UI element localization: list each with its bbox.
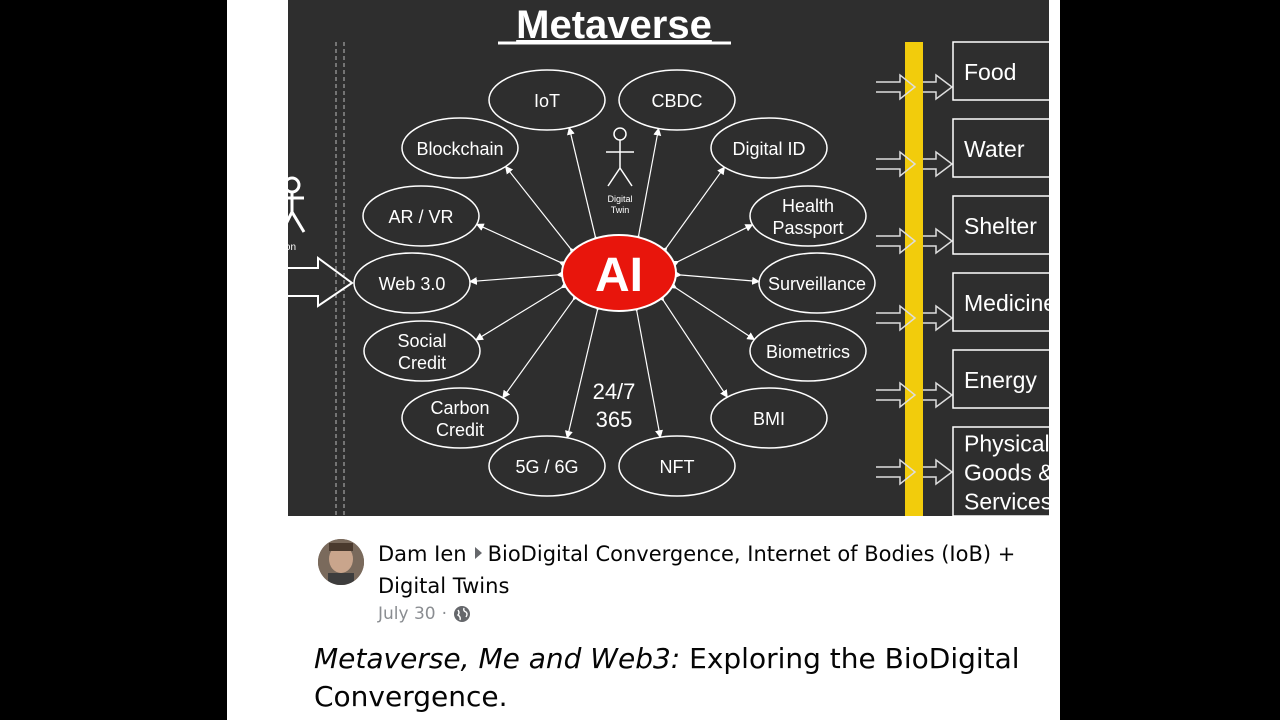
post-date[interactable]: July 30 — [378, 604, 436, 624]
spoke-ar-vr — [475, 223, 568, 269]
node-social-credit-label: Social — [397, 331, 446, 351]
node-web3-label: Web 3.0 — [379, 274, 446, 294]
node-health-passport-label: Health — [782, 196, 834, 216]
output-energy: Energy — [876, 349, 1049, 409]
node-blockchain-label: Blockchain — [416, 139, 503, 159]
output-arrow-food — [876, 73, 917, 101]
node-web3: Web 3.0 — [353, 252, 471, 314]
ai-center-label: AI — [595, 249, 643, 302]
spoke-social-credit — [475, 280, 570, 341]
output-physical-goods-label: Goods & — [964, 460, 1049, 486]
dot-separator: · — [441, 604, 448, 624]
spoke-carbon-credit — [502, 291, 581, 399]
diagram-outputs: FoodWaterShelterMedicineEnergyPhysicalGo… — [876, 41, 1049, 516]
digital-twin-label-1: Digital — [607, 194, 632, 204]
post-image-diagram[interactable]: Metaverse rson IoT CBDC Blockchain Digital … — [288, 0, 1049, 516]
spoke-5g6g — [564, 302, 603, 439]
person-figure-icon — [288, 176, 306, 233]
spoke-web3 — [468, 270, 565, 286]
output-arrow-water — [876, 150, 917, 178]
node-carbon-credit-label: Credit — [436, 420, 484, 440]
spoke-surveillance — [673, 270, 761, 285]
globe-icon — [454, 606, 471, 622]
output-medicine: Medicine — [876, 272, 1049, 332]
ai-center-node — [561, 234, 677, 312]
node-health-passport-label: Passport — [772, 218, 843, 238]
diagram-canvas: Metaverse rson IoT CBDC Blockchain Digital … — [288, 3, 1049, 516]
author-name[interactable]: Dam Ien — [378, 542, 467, 566]
output-arrow-energy — [876, 381, 917, 409]
person-label: rson — [288, 242, 296, 253]
group-name[interactable]: BioDigital Convergence, Internet of Bodi… — [378, 542, 1016, 598]
node-iot-label: IoT — [534, 91, 560, 111]
output-medicine-label: Medicine — [964, 290, 1049, 316]
diagram-nodes: IoT CBDC Blockchain Digital ID AR / VR Health… — [353, 69, 876, 497]
output-arrow-physical-goods — [876, 458, 917, 486]
node-5g6g-label: 5G / 6G — [515, 457, 578, 477]
spoke-iot — [567, 126, 601, 244]
node-ar-vr: AR / VR — [362, 185, 480, 247]
diagram-spokes — [468, 126, 761, 439]
author-avatar[interactable] — [318, 539, 364, 585]
yellow-bus-bar — [905, 42, 923, 516]
diagram-title: Metaverse — [516, 3, 712, 47]
spoke-blockchain — [504, 165, 578, 257]
node-biometrics-label: Biometrics — [766, 342, 850, 362]
node-cbdc-label: CBDC — [651, 91, 702, 111]
output-water: Water — [876, 118, 1049, 178]
node-biometrics: Biometrics — [749, 320, 867, 382]
digital-twin-label-2: Twin — [611, 205, 630, 215]
node-social-credit-label: Credit — [398, 353, 446, 373]
node-5g6g: 5G / 6G — [488, 435, 606, 497]
post-body-rest: Exploring the BioDigital Convergence. — [314, 642, 1020, 713]
node-cbdc: CBDC — [618, 69, 736, 131]
node-bmi-label: BMI — [753, 409, 785, 429]
spoke-bmi — [656, 292, 728, 398]
node-digital-id: Digital ID — [710, 117, 828, 179]
node-bmi: BMI — [710, 387, 828, 449]
output-arrow-shelter — [876, 227, 917, 255]
node-iot: IoT — [488, 69, 606, 131]
availability-line-1: 24/7 — [593, 379, 636, 404]
output-shelter-label: Shelter — [964, 213, 1037, 239]
caret-right-icon — [474, 547, 482, 559]
spoke-digital-id — [659, 166, 726, 256]
post-body-text: Metaverse, Me and Web3: Exploring the Bi… — [314, 640, 1034, 716]
node-surveillance-label: Surveillance — [768, 274, 866, 294]
digital-twin-figure-icon — [606, 127, 634, 187]
spoke-cbdc — [633, 127, 662, 243]
output-water-label: Water — [964, 136, 1025, 162]
output-physical-goods-label: Services — [964, 489, 1049, 515]
spoke-nft — [631, 303, 663, 439]
post-meta: July 30 · — [378, 604, 471, 624]
spoke-health-passport — [670, 224, 754, 269]
output-food-label: Food — [964, 59, 1016, 85]
node-ar-vr-label: AR / VR — [388, 207, 453, 227]
spoke-biometrics — [668, 281, 756, 341]
output-energy-label: Energy — [964, 367, 1037, 393]
avatar-photo-icon — [318, 539, 364, 585]
availability-line-2: 365 — [596, 407, 633, 432]
node-nft: NFT — [618, 435, 736, 497]
output-arrow-medicine — [876, 304, 917, 332]
node-carbon-credit-label: Carbon — [430, 398, 489, 418]
post-body-emphasis: Metaverse, Me and Web3: — [314, 642, 681, 675]
node-nft-label: NFT — [660, 457, 695, 477]
node-blockchain: Blockchain — [401, 117, 519, 179]
node-digital-id-label: Digital ID — [732, 139, 805, 159]
output-food: Food — [876, 41, 1049, 101]
output-physical-goods-label: Physical — [964, 431, 1049, 457]
node-surveillance: Surveillance — [758, 252, 876, 314]
output-shelter: Shelter — [876, 195, 1049, 255]
